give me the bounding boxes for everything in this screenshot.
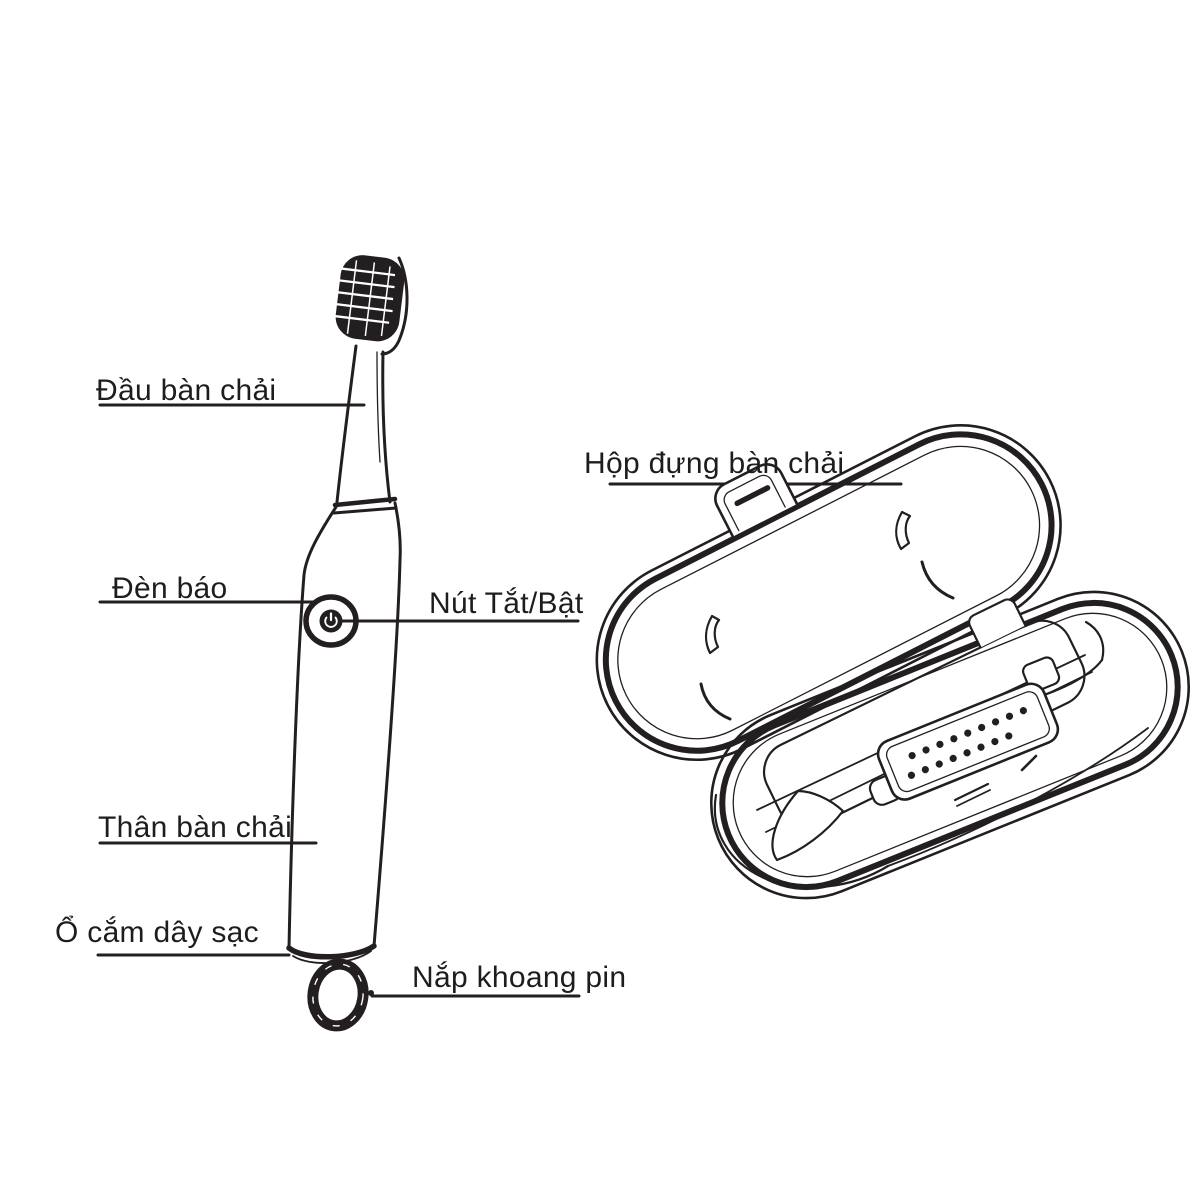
tray-wedge xyxy=(771,789,845,862)
label-power-button: Nút Tắt/Bật xyxy=(429,587,584,620)
neck-left xyxy=(335,344,358,504)
leader-lines xyxy=(96,403,903,998)
toothbrush-illustration xyxy=(286,255,409,1032)
label-brush-head: Đầu bàn chải xyxy=(96,374,277,407)
grille-plate xyxy=(868,656,1061,806)
grille-dots xyxy=(907,707,1027,779)
lid-marks xyxy=(699,510,955,721)
label-battery-cap: Nắp khoang pin xyxy=(412,961,627,994)
bristles xyxy=(332,255,405,342)
label-charging-port: Ổ cắm dây sạc xyxy=(55,916,259,949)
leader-battery-cap-dot xyxy=(368,990,374,996)
seam-band-2 xyxy=(332,506,398,515)
case-latch-tab xyxy=(714,463,799,540)
head-outline xyxy=(380,256,409,356)
label-brush-body: Thân bàn chải xyxy=(98,811,293,844)
seam-band xyxy=(332,496,398,508)
case-illustration xyxy=(595,424,1191,900)
body-bottom-rim xyxy=(286,943,377,960)
base-wall xyxy=(713,727,1149,889)
neck-inner xyxy=(376,351,381,463)
label-indicator-light: Đèn báo xyxy=(112,572,228,605)
power-button xyxy=(303,594,359,648)
label-travel-case: Hộp đựng bàn chải xyxy=(584,447,845,480)
case-base xyxy=(709,590,1191,900)
battery-cap-ring xyxy=(307,958,369,1032)
neck-right xyxy=(381,350,392,504)
body-right xyxy=(372,501,402,948)
body-left xyxy=(287,505,338,950)
